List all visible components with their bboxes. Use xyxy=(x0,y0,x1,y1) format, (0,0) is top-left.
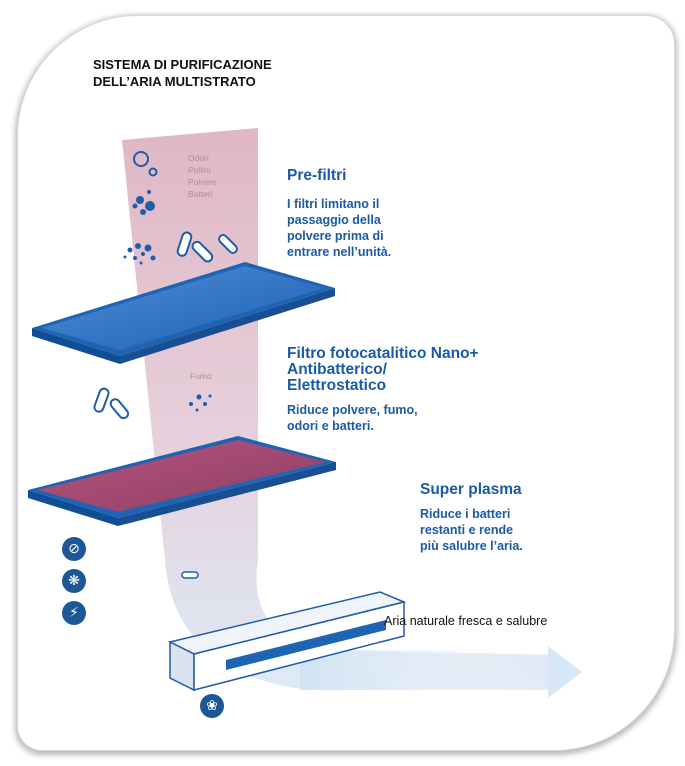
clean-air-caption: Aria naturale fresca e salubre xyxy=(384,614,548,628)
smoke-label: Fumo xyxy=(190,370,212,382)
heading-line: Filtro fotocatalitico Nano+ xyxy=(287,345,479,362)
pollutant-label: Polvere xyxy=(188,177,217,187)
clean-air-flow xyxy=(300,650,560,690)
flow-arrow xyxy=(548,646,582,698)
pollutant-label: Pollini xyxy=(188,165,211,175)
heading-line: Pre-filtri xyxy=(287,167,347,184)
diagram-title: SISTEMA DI PURIFICAZIONE DELL’ARIA MULTI… xyxy=(93,56,393,90)
tree-icon: ❀ xyxy=(200,694,224,718)
description-line: più salubre l’aria. xyxy=(420,539,523,553)
pollutant-label: Batteri xyxy=(188,189,213,199)
pre-filter-panel xyxy=(32,262,335,364)
heading-line: Super plasma xyxy=(420,481,522,498)
no-bacteria-icon: ⊘ xyxy=(62,537,86,561)
bacteria-particles xyxy=(176,231,238,263)
description-line: Riduce polvere, fumo, xyxy=(287,403,418,417)
bacteria-particles-middle xyxy=(93,387,130,420)
heading-line: Elettrostatico xyxy=(287,377,387,394)
description-line: polvere prima di xyxy=(287,229,384,243)
heading-line: Antibatterico/ xyxy=(287,361,387,378)
odor-particles xyxy=(133,151,158,177)
super-plasma-heading: Super plasma xyxy=(420,482,522,498)
smoke-label-text: Fumo xyxy=(190,371,212,381)
description-line: entrare nell’unità. xyxy=(287,245,392,259)
air-conditioner-unit xyxy=(167,591,407,692)
description-line: Riduce i batteri xyxy=(420,507,511,521)
pollutant-label: Odori xyxy=(188,153,209,163)
dust-particles xyxy=(123,243,156,265)
photocatalytic-filter-panel xyxy=(28,436,336,526)
pollutant-labels: Odori Pollini Polvere Batteri xyxy=(188,152,217,200)
molecule-icon: ❋ xyxy=(62,569,86,593)
photocatalytic-filter-description: Riduce polvere, fumo, odori e batteri. xyxy=(287,402,418,434)
lightning-icon: ⚡ xyxy=(62,601,86,625)
residual-particle xyxy=(181,571,199,579)
description-line: restanti e rende xyxy=(420,523,514,537)
description-line: odori e batteri. xyxy=(287,419,374,433)
pollen-particles xyxy=(132,190,155,215)
photocatalytic-filter-heading: Filtro fotocatalitico Nano+ Antibatteric… xyxy=(287,346,479,394)
smoke-particles xyxy=(189,394,212,412)
pre-filter-description: I filtri limitano il passaggio della pol… xyxy=(287,196,391,260)
title-line: SISTEMA DI PURIFICAZIONE xyxy=(93,57,272,72)
pre-filter-heading: Pre-filtri xyxy=(287,168,346,184)
description-line: passaggio della xyxy=(287,213,381,227)
title-line: DELL’ARIA MULTISTRATO xyxy=(93,74,256,89)
description-line: I filtri limitano il xyxy=(287,197,380,211)
super-plasma-description: Riduce i batteri restanti e rende più sa… xyxy=(420,506,523,554)
